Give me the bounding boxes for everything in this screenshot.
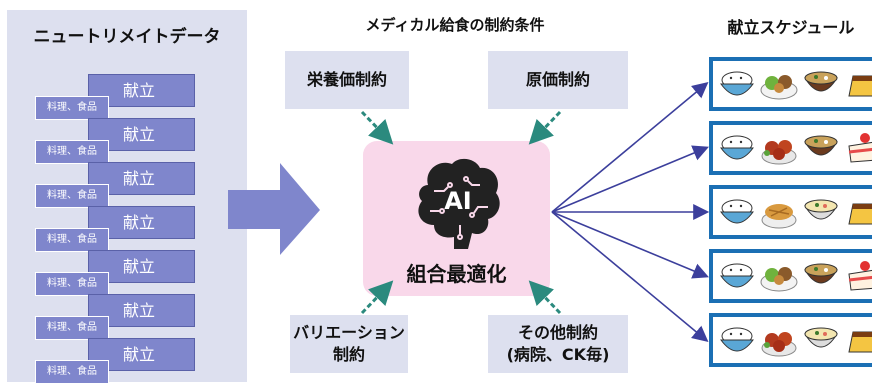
rice-bowl-icon bbox=[717, 256, 757, 300]
miso-soup-icon bbox=[801, 128, 841, 172]
schedule-arrow-4 bbox=[551, 211, 709, 279]
schedule-row bbox=[709, 121, 872, 175]
meat-salad-icon bbox=[759, 256, 799, 300]
miso-soup-icon bbox=[801, 256, 841, 300]
pudding-icon bbox=[843, 192, 872, 236]
cost-constraint-label: 原価制約 bbox=[525, 70, 590, 90]
rice-bowl-icon bbox=[717, 192, 757, 236]
pudding-icon bbox=[843, 320, 872, 364]
schedule-arrow-5 bbox=[551, 211, 709, 343]
dish-food-box: 料理、食品 bbox=[35, 96, 109, 120]
strawberry-cake-icon bbox=[843, 128, 872, 172]
dish-food-box: 料理、食品 bbox=[35, 272, 109, 296]
fried-fish-icon bbox=[759, 192, 799, 236]
variation-constraint-line1: バリエーション bbox=[293, 323, 405, 343]
other-constraint-line2: (病院、CK毎) bbox=[506, 345, 610, 364]
variation-constraint-box: バリエーション 制約 bbox=[290, 315, 408, 373]
schedule-row bbox=[709, 185, 872, 239]
other-constraint-line1: その他制約 bbox=[517, 323, 598, 343]
cost-arrow bbox=[528, 110, 562, 145]
schedule-row bbox=[709, 57, 872, 111]
variation-constraint-line2: 制約 bbox=[332, 345, 365, 364]
schedule-arrow-2 bbox=[551, 145, 709, 213]
miso-soup-icon bbox=[801, 64, 841, 108]
meat-salad-icon bbox=[759, 64, 799, 108]
chawanmushi-icon bbox=[801, 192, 841, 236]
dish-food-box: 料理、食品 bbox=[35, 228, 109, 252]
schedule-row bbox=[709, 249, 872, 303]
variation-arrow bbox=[360, 280, 394, 315]
dish-food-box: 料理、食品 bbox=[35, 184, 109, 208]
schedule-header: 献立スケジュール bbox=[727, 18, 855, 37]
optimizer-label: 組合最適化 bbox=[406, 262, 507, 286]
nutrition-constraint-box: 栄養価制約 bbox=[285, 51, 409, 109]
schedule-row bbox=[709, 313, 872, 367]
schedule-arrow-1 bbox=[551, 81, 709, 213]
ai-text: AI bbox=[444, 187, 472, 215]
dish-food-box: 料理、食品 bbox=[35, 140, 109, 164]
karaage-icon bbox=[759, 320, 799, 364]
karaage-icon bbox=[759, 128, 799, 172]
big-arrow-icon bbox=[228, 163, 320, 255]
dish-food-box: 料理、食品 bbox=[35, 360, 109, 384]
other-arrow bbox=[528, 280, 562, 315]
rice-bowl-icon bbox=[717, 128, 757, 172]
chawanmushi-icon bbox=[801, 320, 841, 364]
cost-constraint-box: 原価制約 bbox=[488, 51, 628, 109]
strawberry-cake-icon bbox=[843, 256, 872, 300]
nutrition-arrow bbox=[360, 110, 394, 145]
rice-bowl-icon bbox=[717, 64, 757, 108]
nutrition-constraint-label: 栄養価制約 bbox=[306, 70, 387, 90]
pudding-icon bbox=[843, 64, 872, 108]
other-constraint-box: その他制約 (病院、CK毎) bbox=[488, 315, 628, 373]
constraints-header: メディカル給食の制約条件 bbox=[365, 16, 545, 34]
dish-food-box: 料理、食品 bbox=[35, 316, 109, 340]
data-panel-title: ニュートリメイトデータ bbox=[33, 27, 221, 47]
rice-bowl-icon bbox=[717, 320, 757, 364]
ai-brain-icon bbox=[418, 158, 500, 249]
